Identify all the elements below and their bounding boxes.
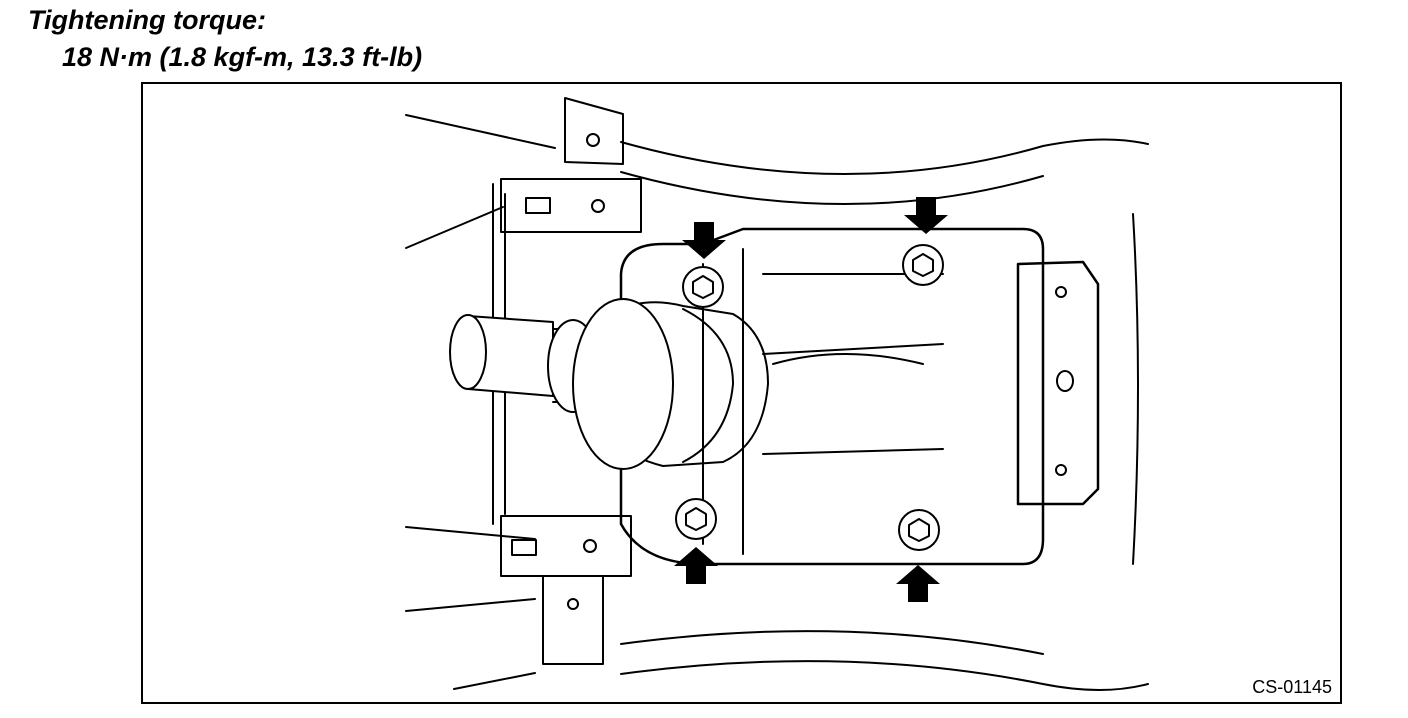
steering-column-illustration xyxy=(405,97,1149,691)
right-mounting-plate xyxy=(1016,213,1139,565)
arrow-down-bolt-upper-right xyxy=(904,197,948,234)
steering-shaft xyxy=(449,298,769,470)
arrow-up-bolt-lower-right xyxy=(896,565,940,602)
arrow-up-bolt-lower-left xyxy=(674,547,718,584)
lower-left-bracket xyxy=(500,515,632,665)
torque-spec-title: Tightening torque: xyxy=(28,5,266,35)
background-outline-lines xyxy=(405,114,1149,691)
bolt-lower-right xyxy=(898,509,940,551)
column-housing xyxy=(619,227,1045,566)
figure-code: CS-01145 xyxy=(1252,677,1332,697)
bolt-upper-left xyxy=(682,266,724,308)
illustration-frame: CS-01145 xyxy=(141,82,1342,704)
arrow-down-bolt-upper-left xyxy=(682,222,726,259)
bolt-lower-left xyxy=(675,498,717,540)
torque-spec-value: 18 N·m (1.8 kgf-m, 13.3 ft-lb) xyxy=(62,42,423,72)
bolt-upper-right xyxy=(902,244,944,286)
